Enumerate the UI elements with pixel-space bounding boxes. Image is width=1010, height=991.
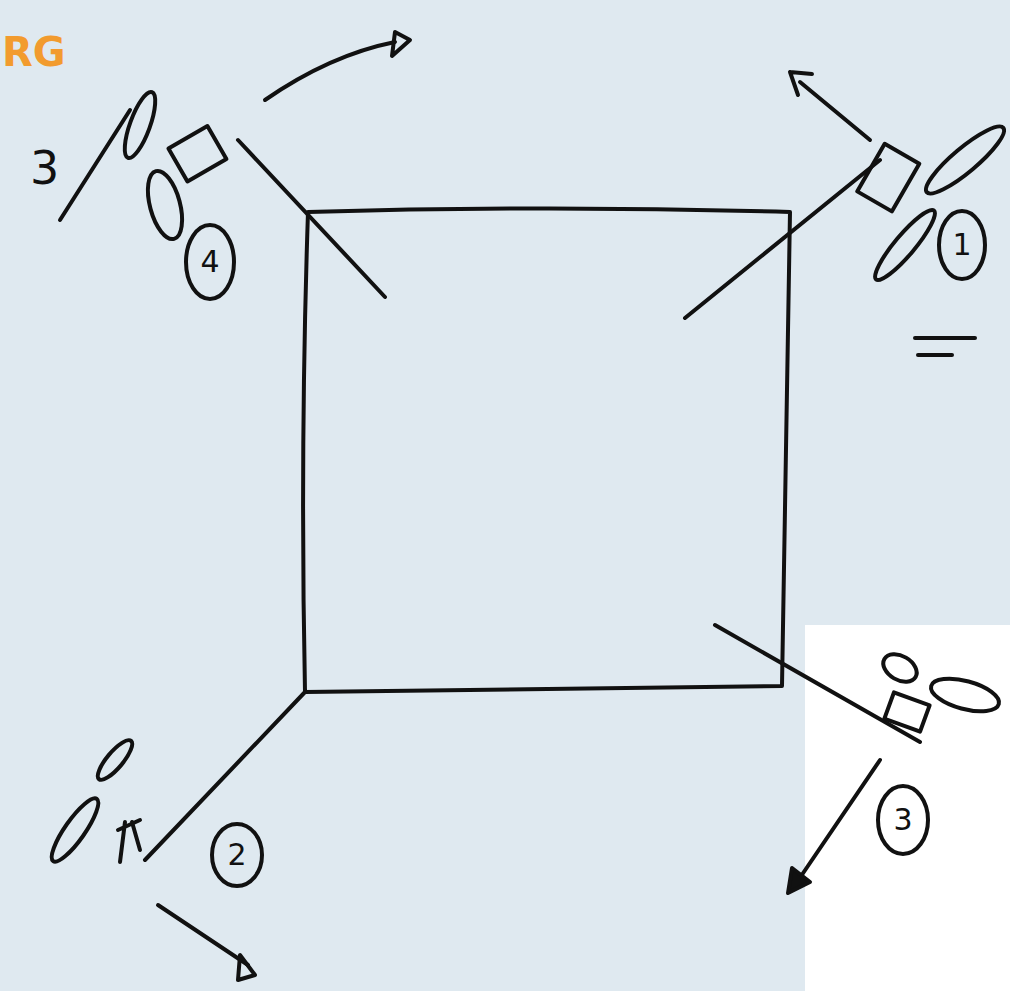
motion-mark xyxy=(918,353,952,357)
arrowhead xyxy=(238,955,255,980)
watermark: RG xyxy=(2,32,66,72)
propeller xyxy=(93,736,137,785)
arm xyxy=(238,140,385,297)
callout-number: 2 xyxy=(227,840,246,870)
propeller xyxy=(45,793,105,867)
propeller xyxy=(919,119,1010,202)
propeller xyxy=(119,89,162,162)
direction-arrow xyxy=(265,42,395,100)
propeller xyxy=(928,672,1003,717)
arrowhead xyxy=(790,72,812,95)
callout-circle: 2 xyxy=(210,822,264,888)
arrowhead xyxy=(788,868,810,893)
callout-circle: 3 xyxy=(876,784,930,856)
direction-arrow xyxy=(800,82,870,140)
stroke xyxy=(60,110,130,220)
arrowhead xyxy=(392,32,410,56)
propeller xyxy=(868,204,941,286)
arm xyxy=(145,692,305,860)
arm xyxy=(685,160,880,318)
direction-arrow xyxy=(158,905,248,965)
frame-square xyxy=(303,209,790,693)
motion-mark xyxy=(915,336,975,340)
arm xyxy=(715,625,920,742)
white-patch xyxy=(805,625,1010,991)
propeller xyxy=(141,167,188,242)
callout-number: 4 xyxy=(200,247,219,277)
direction-arrow xyxy=(795,760,880,885)
motor xyxy=(168,126,226,181)
callout-number: 3 xyxy=(30,145,59,191)
motor xyxy=(118,820,140,862)
callout-number: 3 xyxy=(893,805,912,835)
motor xyxy=(857,144,919,212)
callout-circle: 1 xyxy=(937,209,987,281)
motor xyxy=(884,692,929,731)
propeller xyxy=(878,649,921,688)
callout-circle: 4 xyxy=(184,223,236,301)
callout-number: 1 xyxy=(952,230,971,260)
